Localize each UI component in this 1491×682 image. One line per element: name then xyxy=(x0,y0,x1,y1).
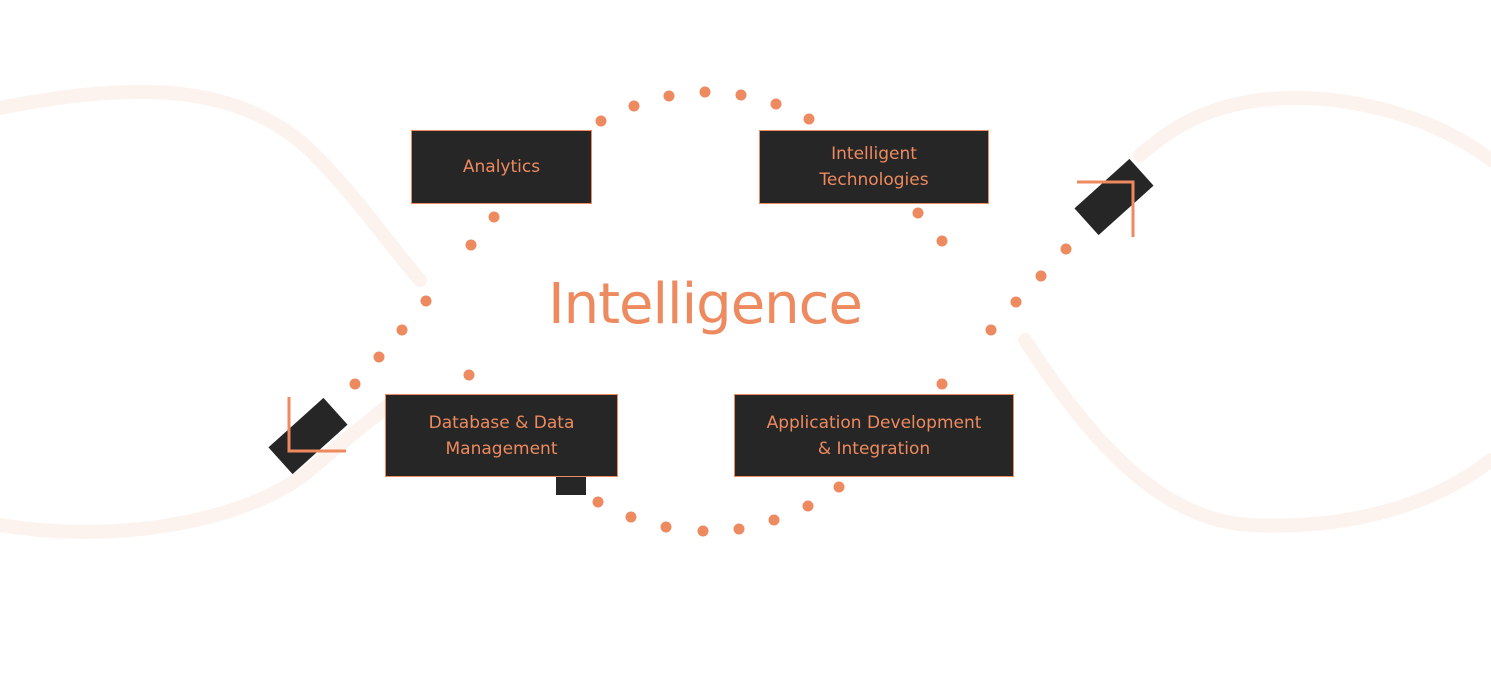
loop-dot xyxy=(699,86,711,98)
top-right-end-marker xyxy=(1074,158,1154,237)
loop-dot xyxy=(465,239,477,251)
loop-dot xyxy=(396,324,408,336)
loop-dot xyxy=(663,90,675,102)
left-background-wave xyxy=(0,84,427,539)
loop-dot xyxy=(595,115,607,127)
loop-dot xyxy=(697,525,709,537)
top-right-corner-bracket-icon xyxy=(1077,180,1135,237)
node-intelligent-technologies-label: Intelligent Technologies xyxy=(819,144,929,190)
loop-dot xyxy=(349,378,361,390)
loop-dot xyxy=(592,496,604,508)
bottom-left-end-marker xyxy=(268,397,348,475)
loop-dot xyxy=(912,207,924,219)
dotted-infinity-loop xyxy=(349,86,1072,537)
center-title: Intelligence xyxy=(548,272,863,337)
loop-dot xyxy=(936,235,948,247)
bottom-left-bar-icon xyxy=(268,397,348,475)
loop-dot xyxy=(1060,243,1072,255)
loop-dot xyxy=(463,369,475,381)
loop-dot xyxy=(833,481,845,493)
node-database-data-management-label: Database & Data Management xyxy=(428,412,575,459)
loop-dot xyxy=(802,500,814,512)
loop-dot xyxy=(733,523,745,535)
loop-dot xyxy=(420,295,432,307)
node-analytics-label: Analytics xyxy=(462,157,541,177)
loop-dot xyxy=(628,100,640,112)
bottom-left-corner-bracket-icon xyxy=(287,397,346,453)
loop-dot xyxy=(735,89,747,101)
loop-dot xyxy=(488,211,500,223)
node-analytics: Analytics xyxy=(411,130,592,204)
connector-tab xyxy=(556,476,586,495)
loop-dot xyxy=(1010,296,1022,308)
loop-dot xyxy=(660,521,672,533)
loop-dot xyxy=(373,351,385,363)
loop-dot xyxy=(625,511,637,523)
loop-dot xyxy=(770,98,782,110)
node-database-data-management: Database & Data Management xyxy=(385,394,618,477)
node-intelligent-technologies: Intelligent Technologies xyxy=(759,130,989,204)
background-waves xyxy=(0,84,1491,539)
loop-dot xyxy=(1035,270,1047,282)
loop-dot xyxy=(768,514,780,526)
right-background-wave xyxy=(1018,91,1491,533)
loop-dot xyxy=(803,113,815,125)
node-application-development-integration: Application Development & Integration xyxy=(734,394,1014,477)
node-application-development-integration-label: Application Development & Integration xyxy=(766,412,982,459)
loop-dot xyxy=(936,378,948,390)
top-right-bar-icon xyxy=(1074,158,1154,236)
loop-dot xyxy=(985,324,997,336)
